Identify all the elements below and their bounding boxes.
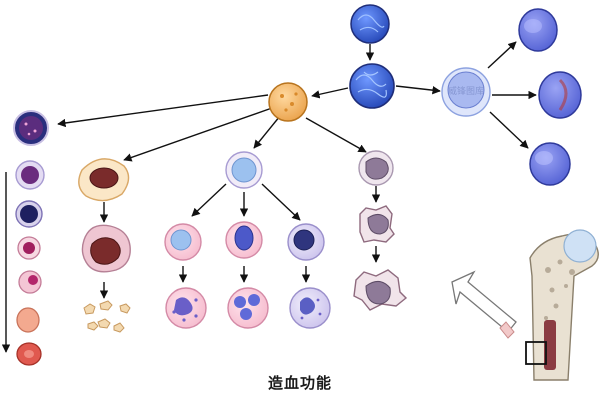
basophil-cell xyxy=(165,287,207,329)
megakaryoblast-cell xyxy=(78,158,130,202)
arrow xyxy=(395,85,441,95)
multipotent-progenitor-cell xyxy=(349,63,395,109)
eosinophil-precursor-cell xyxy=(287,223,325,261)
polychromatic-erythroblast-cell xyxy=(15,200,43,228)
bone-marrow-femur-icon xyxy=(525,229,599,381)
megakaryocyte-lineage xyxy=(78,158,131,333)
granulocyte-lineage xyxy=(164,151,331,329)
lymphocyte-cell xyxy=(529,142,571,186)
neutrophil-cell xyxy=(227,287,269,329)
basophilic-erythroblast-cell xyxy=(15,160,45,190)
reticulocyte-cell xyxy=(18,270,42,294)
basophil-precursor-cell xyxy=(164,223,202,261)
platelet xyxy=(113,322,125,333)
arrow xyxy=(191,183,227,217)
megakaryocyte-cell xyxy=(81,224,131,273)
lymphoid-progenitor-cell: 威锋图库 xyxy=(441,67,491,117)
arrow xyxy=(305,117,367,153)
erythroid-lineage xyxy=(13,110,49,366)
arrow xyxy=(489,111,529,149)
arrow xyxy=(253,115,281,149)
neutrophil-precursor-cell xyxy=(225,221,263,259)
watermark-text: 威锋图库 xyxy=(448,85,484,97)
platelet xyxy=(97,318,111,329)
platelet xyxy=(99,300,113,311)
erythrocyte-cell xyxy=(16,307,40,333)
figure-title: 造血功能 xyxy=(267,374,332,392)
hematopoietic-stem-cell xyxy=(350,4,390,44)
arrows xyxy=(1,41,537,353)
eosinophil-cell xyxy=(289,287,331,329)
platelets xyxy=(83,300,131,333)
lymphocyte-cell xyxy=(518,8,558,52)
myeloblast-cell xyxy=(225,151,263,189)
arrow xyxy=(311,87,349,99)
common-myeloid-progenitor-cell xyxy=(268,82,308,122)
platelet xyxy=(119,303,131,314)
monocyte-cell xyxy=(359,205,395,243)
arrow xyxy=(487,41,517,69)
hint-arrow-icon xyxy=(451,270,517,339)
red-blood-cell xyxy=(16,342,42,366)
arrow xyxy=(123,107,273,162)
platelet xyxy=(87,321,99,331)
monoblast-cell xyxy=(358,150,394,186)
monocyte-lineage xyxy=(353,150,408,311)
proerythroblast-cell xyxy=(13,110,49,146)
lymphocyte-cell xyxy=(538,71,582,119)
arrow xyxy=(57,94,269,128)
macrophage-cell xyxy=(353,269,408,311)
orthochromatic-erythroblast-cell xyxy=(17,236,41,260)
platelet xyxy=(83,303,96,315)
arrow xyxy=(261,183,301,221)
